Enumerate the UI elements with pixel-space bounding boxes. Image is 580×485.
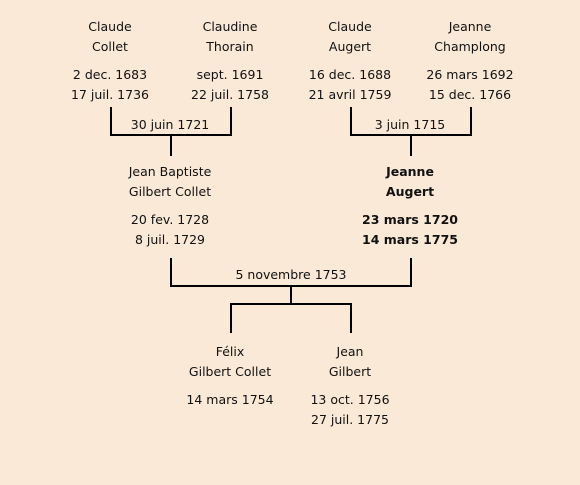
marriage-date: 30 juin 1721 xyxy=(128,117,212,133)
person-first-name: Claude xyxy=(328,19,372,34)
person-birth: 23 mars 1720 xyxy=(362,212,458,227)
connector-line xyxy=(470,107,472,136)
person-last-name: Gilbert Collet xyxy=(188,364,272,379)
person-jean-gilbert: Jean Gilbert 13 oct. 1756 27 juil. 1775 xyxy=(280,342,420,430)
person-last-name: Thorain xyxy=(206,39,254,54)
person-first-name: Claudine xyxy=(202,19,258,34)
connector-line xyxy=(230,303,352,305)
person-first-name: Jeanne xyxy=(448,19,492,34)
marriage-date: 5 novembre 1753 xyxy=(226,267,356,283)
person-birth: 14 mars 1754 xyxy=(186,392,274,407)
person-dates: 16 dec. 1688 21 avril 1759 xyxy=(280,65,420,105)
person-last-name: Gilbert Collet xyxy=(128,184,212,199)
marriage-date: 3 juin 1715 xyxy=(370,117,450,133)
connector-line xyxy=(350,107,352,136)
person-birth: 13 oct. 1756 xyxy=(310,392,390,407)
person-felix-gilbert-collet: Félix Gilbert Collet 14 mars 1754 xyxy=(160,342,300,410)
connector-line xyxy=(350,303,352,333)
person-death: 22 juil. 1758 xyxy=(191,87,269,102)
person-first-name: Félix xyxy=(215,344,245,359)
person-jean-baptiste-gilbert-collet: Jean Baptiste Gilbert Collet 20 fev. 172… xyxy=(100,162,240,250)
person-birth: 20 fev. 1728 xyxy=(130,212,210,227)
connector-line xyxy=(290,285,292,305)
connector-line xyxy=(170,258,172,287)
person-death: 27 juil. 1775 xyxy=(311,412,389,427)
person-dates: 23 mars 1720 14 mars 1775 xyxy=(340,210,480,250)
person-birth: 16 dec. 1688 xyxy=(308,67,392,82)
person-first-name: Jean xyxy=(336,344,364,359)
person-death: 17 juil. 1736 xyxy=(71,87,149,102)
person-dates: 2 dec. 1683 17 juil. 1736 xyxy=(40,65,180,105)
person-first-name: Jeanne xyxy=(386,164,434,179)
person-death: 14 mars 1775 xyxy=(362,232,458,247)
person-claude-augert: Claude Augert 16 dec. 1688 21 avril 1759 xyxy=(280,17,420,105)
person-dates: 20 fev. 1728 8 juil. 1729 xyxy=(100,210,240,250)
person-birth: sept. 1691 xyxy=(196,67,264,82)
connector-line xyxy=(110,107,112,136)
connector-line xyxy=(230,303,232,333)
person-claudine-thorain: Claudine Thorain sept. 1691 22 juil. 175… xyxy=(160,17,300,105)
person-last-name: Champlong xyxy=(434,39,506,54)
person-first-name: Jean Baptiste xyxy=(128,164,212,179)
person-death: 8 juil. 1729 xyxy=(134,232,206,247)
connector-line xyxy=(410,258,412,287)
person-dates: 14 mars 1754 xyxy=(160,390,300,410)
connector-line xyxy=(410,134,412,156)
person-dates: sept. 1691 22 juil. 1758 xyxy=(160,65,300,105)
connector-line xyxy=(230,107,232,136)
person-claude-collet: Claude Collet 2 dec. 1683 17 juil. 1736 xyxy=(40,17,180,105)
person-last-name: Gilbert xyxy=(328,364,372,379)
person-last-name: Collet xyxy=(92,39,128,54)
person-dates: 26 mars 1692 15 dec. 1766 xyxy=(400,65,540,105)
person-last-name: Augert xyxy=(328,39,372,54)
person-death: 21 avril 1759 xyxy=(308,87,392,102)
person-death: 15 dec. 1766 xyxy=(428,87,512,102)
person-jeanne-augert: Jeanne Augert 23 mars 1720 14 mars 1775 xyxy=(340,162,480,250)
connector-line xyxy=(170,134,172,156)
person-dates: 13 oct. 1756 27 juil. 1775 xyxy=(280,390,420,430)
person-jeanne-champlong: Jeanne Champlong 26 mars 1692 15 dec. 17… xyxy=(400,17,540,105)
person-birth: 2 dec. 1683 xyxy=(72,67,148,82)
person-first-name: Claude xyxy=(88,19,132,34)
person-birth: 26 mars 1692 xyxy=(426,67,514,82)
person-last-name: Augert xyxy=(385,184,435,199)
